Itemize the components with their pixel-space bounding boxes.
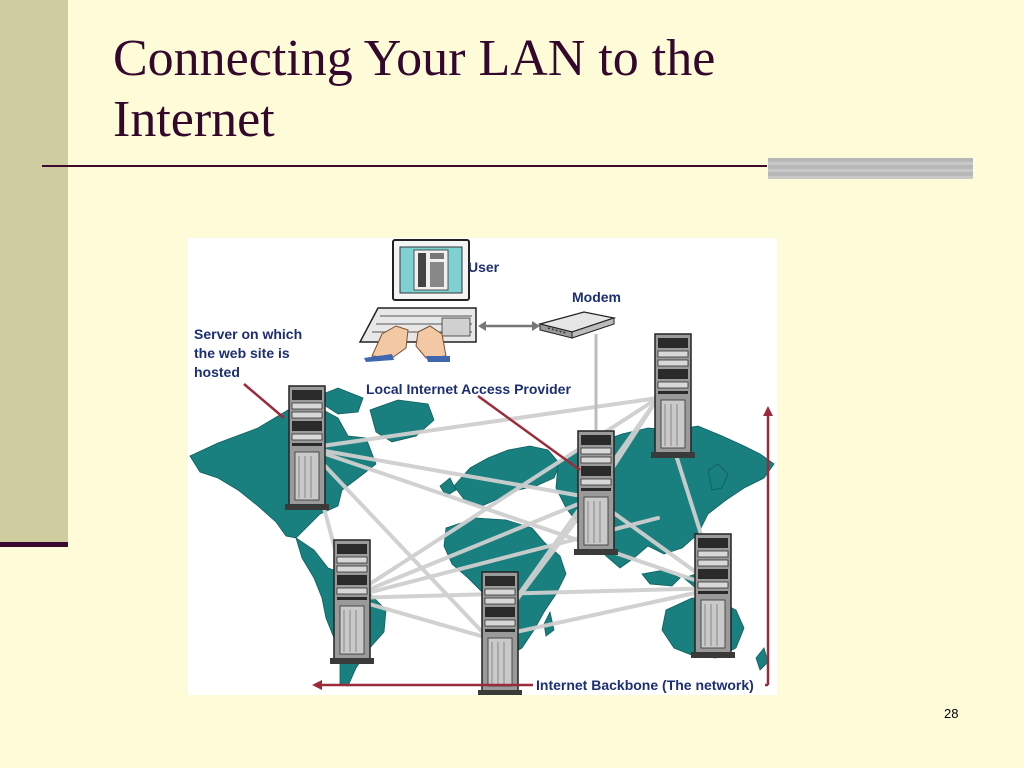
label-backbone: Internet Backbone (The network) bbox=[536, 677, 754, 693]
internet-diagram: User Modem Server on which the web site … bbox=[188, 238, 777, 695]
modem-device bbox=[537, 311, 617, 339]
label-server-line-3: hosted bbox=[194, 364, 240, 380]
server-label-pointer bbox=[243, 383, 285, 419]
label-user: User bbox=[468, 259, 500, 275]
slide-title-line-1: Connecting Your LAN to the bbox=[113, 30, 716, 87]
sidebar-underline bbox=[0, 542, 68, 547]
label-server-line-1: Server on which bbox=[194, 326, 302, 342]
user-computer bbox=[358, 239, 477, 362]
server-africa bbox=[477, 571, 523, 695]
title-accent-bar bbox=[768, 158, 973, 179]
server-asia bbox=[650, 333, 696, 459]
slide-title: Connecting Your LAN to the Internet bbox=[113, 28, 893, 150]
user-modem-arrow bbox=[478, 321, 540, 331]
isp-label-pointer bbox=[477, 394, 581, 472]
label-modem: Modem bbox=[572, 289, 621, 305]
title-divider-line bbox=[42, 165, 767, 167]
server-australia bbox=[690, 533, 736, 659]
backbone-arrowhead-up bbox=[763, 406, 773, 416]
left-sidebar-strip bbox=[0, 0, 68, 542]
label-local-isp: Local Internet Access Provider bbox=[366, 381, 571, 397]
server-local-isp bbox=[573, 430, 619, 556]
page-number: 28 bbox=[944, 706, 959, 721]
server-south-america bbox=[329, 539, 375, 665]
label-server-line-2: the web site is bbox=[194, 345, 290, 361]
slide-title-line-2: Internet bbox=[113, 91, 275, 148]
backbone-arrowhead-left bbox=[312, 680, 322, 690]
server-web-host bbox=[284, 385, 330, 511]
